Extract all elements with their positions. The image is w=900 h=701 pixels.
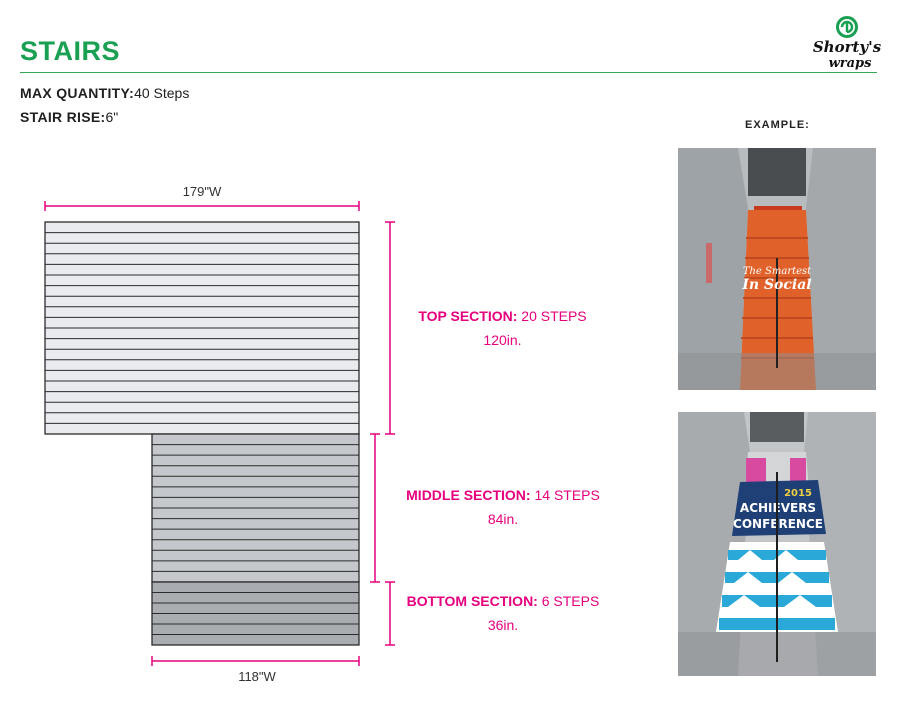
middle-section-callout: MIDDLE SECTION: 14 STEPS 84in.	[398, 487, 608, 527]
top-section-name: TOP SECTION:	[418, 308, 518, 324]
bottom-section-steps: 6 STEPS	[541, 593, 600, 609]
stair-rise-spec: STAIR RISE:6"	[20, 109, 118, 125]
stair-diagram: 179"W 118"W	[44, 184, 395, 684]
bottom-section-callout: BOTTOM SECTION: 6 STEPS 36in.	[398, 593, 608, 633]
middle-section-steps: 14 STEPS	[534, 487, 600, 503]
stair-rise-value: 6"	[105, 109, 119, 125]
photo1-text-2: In Social	[741, 277, 811, 293]
middle-section-length: 84in.	[487, 511, 519, 527]
logo-wordmark-sub: wraps	[829, 56, 873, 71]
top-section-dimension	[385, 221, 395, 435]
logo-wordmark: Shorty's	[813, 38, 882, 56]
stair-rise-label: STAIR RISE:	[20, 109, 106, 125]
max-quantity-value: 40 Steps	[134, 85, 190, 101]
photo1-text-1: The Smartest	[743, 266, 812, 277]
bottom-section-length: 36in.	[487, 617, 519, 633]
example-label: EXAMPLE:	[745, 119, 810, 131]
logo-mark-icon	[836, 16, 858, 38]
example-photo-orange-stairs: The Smartest In Social	[678, 148, 876, 390]
bottom-width-label: 118"W	[238, 669, 276, 684]
title-divider	[20, 72, 877, 73]
bottom-width-dimension	[151, 656, 360, 666]
top-section-steps: 20 STEPS	[521, 308, 587, 324]
photo2-year: 2015	[784, 488, 812, 499]
bottom-section-name: BOTTOM SECTION:	[406, 593, 538, 609]
bottom-section-dimension	[385, 581, 395, 646]
top-width-label: 179"W	[183, 184, 222, 199]
shortys-wraps-logo: Shorty's wraps	[813, 16, 882, 71]
middle-section-name: MIDDLE SECTION:	[406, 487, 531, 503]
max-quantity-label: MAX QUANTITY:	[20, 85, 135, 101]
top-width-dimension	[44, 201, 360, 211]
example-photo-conference-stairs: 2015 ACHIEVERS CONFERENCE	[678, 412, 876, 676]
top-section-length: 120in.	[483, 332, 522, 348]
top-section-callout: TOP SECTION: 20 STEPS 120in.	[410, 308, 595, 348]
max-quantity-spec: MAX QUANTITY:40 Steps	[20, 85, 189, 101]
step-lines	[45, 232, 359, 635]
page-title: STAIRS	[20, 36, 121, 66]
middle-section-dimension	[370, 433, 380, 583]
